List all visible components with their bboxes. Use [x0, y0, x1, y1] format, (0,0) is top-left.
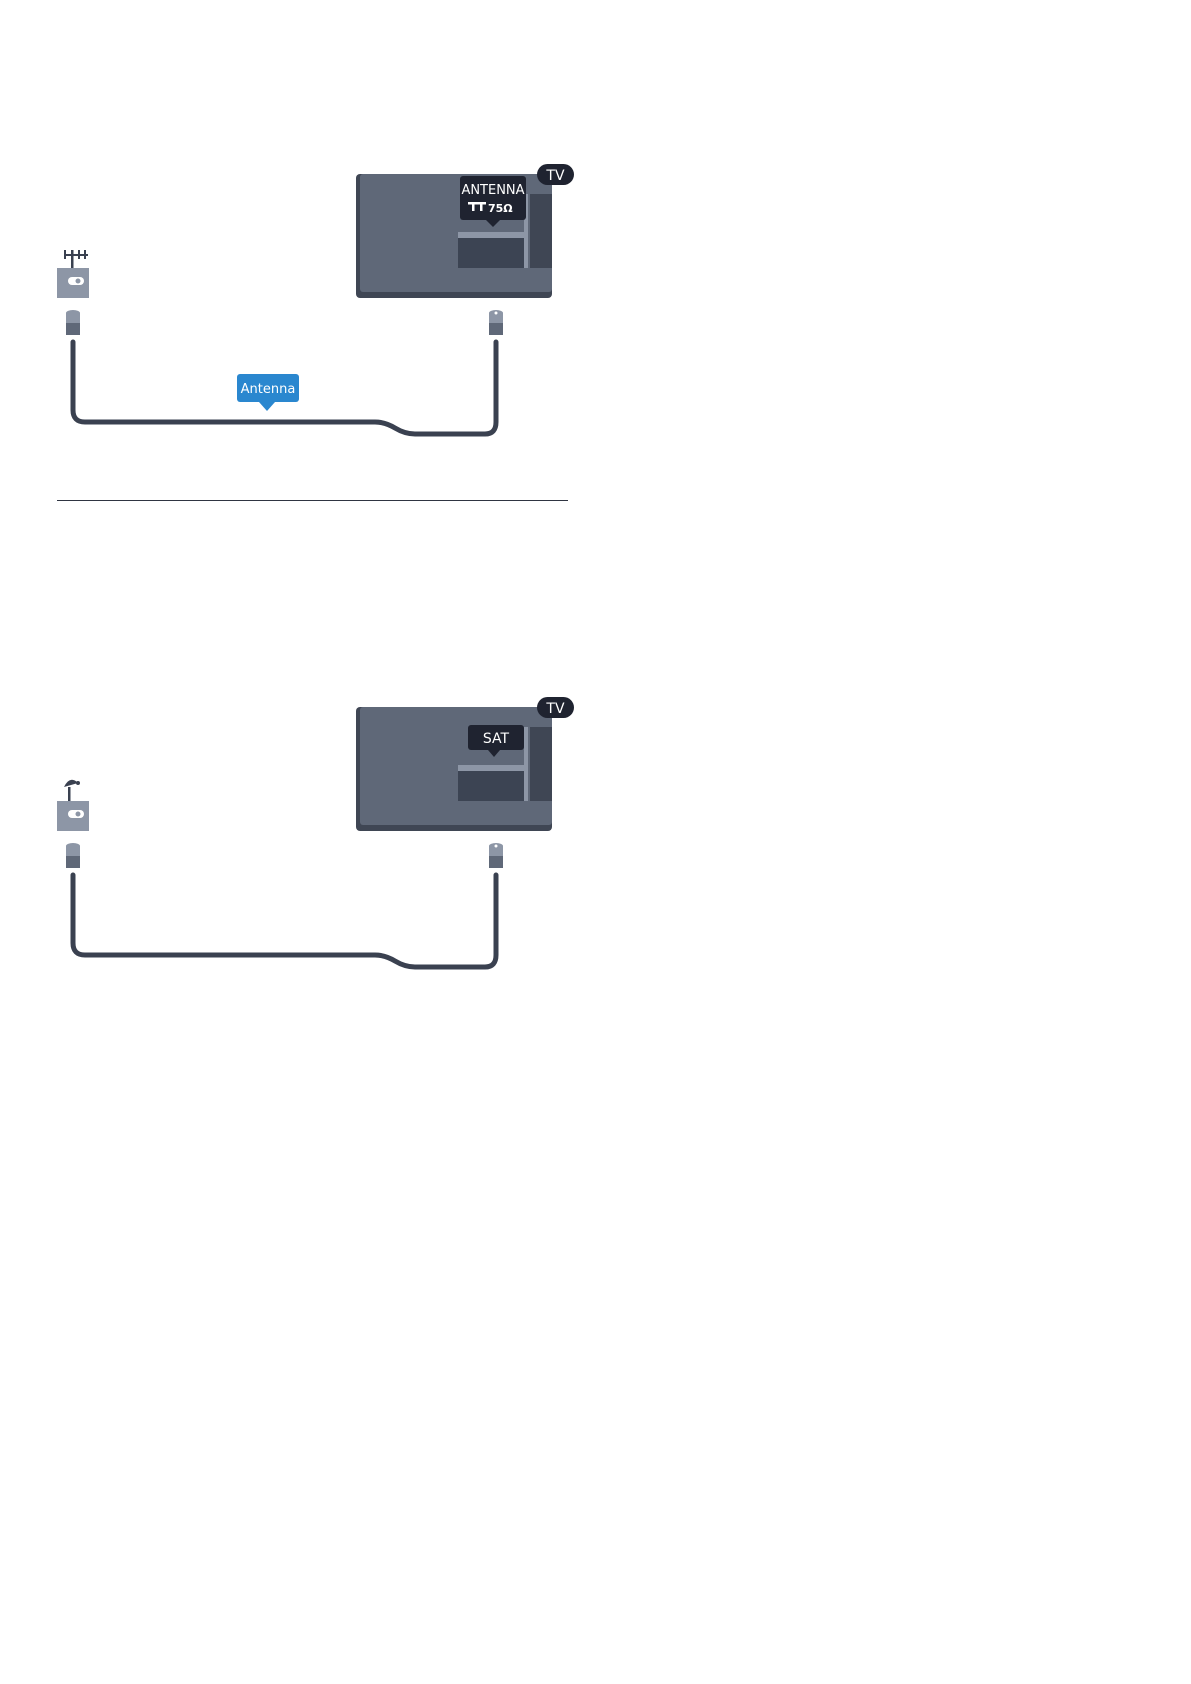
terrestrial-antenna-icon: [64, 250, 88, 268]
antenna-port-label-line2: 75Ω: [488, 202, 513, 215]
section-divider: [57, 500, 568, 501]
tv-badge: TV: [537, 697, 574, 718]
antenna-connection-diagram: ANTENNA 75Ω TV: [0, 150, 600, 470]
tv-badge-label: TV: [545, 168, 565, 184]
sat-port-label-text: SAT: [483, 731, 510, 747]
cable-connector-left: [66, 310, 80, 335]
tv-badge: TV: [537, 164, 574, 185]
antenna-cable-callout: Antenna: [237, 374, 299, 411]
satellite-dish-icon: [64, 780, 80, 801]
satellite-cable: [73, 875, 496, 967]
cable-connector-right: [489, 843, 503, 868]
tv-badge-label: TV: [545, 701, 565, 717]
satellite-connection-diagram: SAT TV: [0, 683, 600, 1003]
wall-outlet-plate: [57, 801, 89, 831]
cable-connector-left: [66, 843, 80, 868]
antenna-port-label: ANTENNA 75Ω: [460, 176, 526, 227]
satellite-diagram-svg: SAT TV: [0, 683, 600, 1003]
wall-outlet-plate: [57, 268, 89, 298]
antenna-diagram-svg: ANTENNA 75Ω TV: [0, 150, 600, 470]
antenna-port-label-line1: ANTENNA: [461, 183, 524, 198]
antenna-callout-label: Antenna: [241, 382, 296, 397]
cable-connector-right: [489, 310, 503, 335]
